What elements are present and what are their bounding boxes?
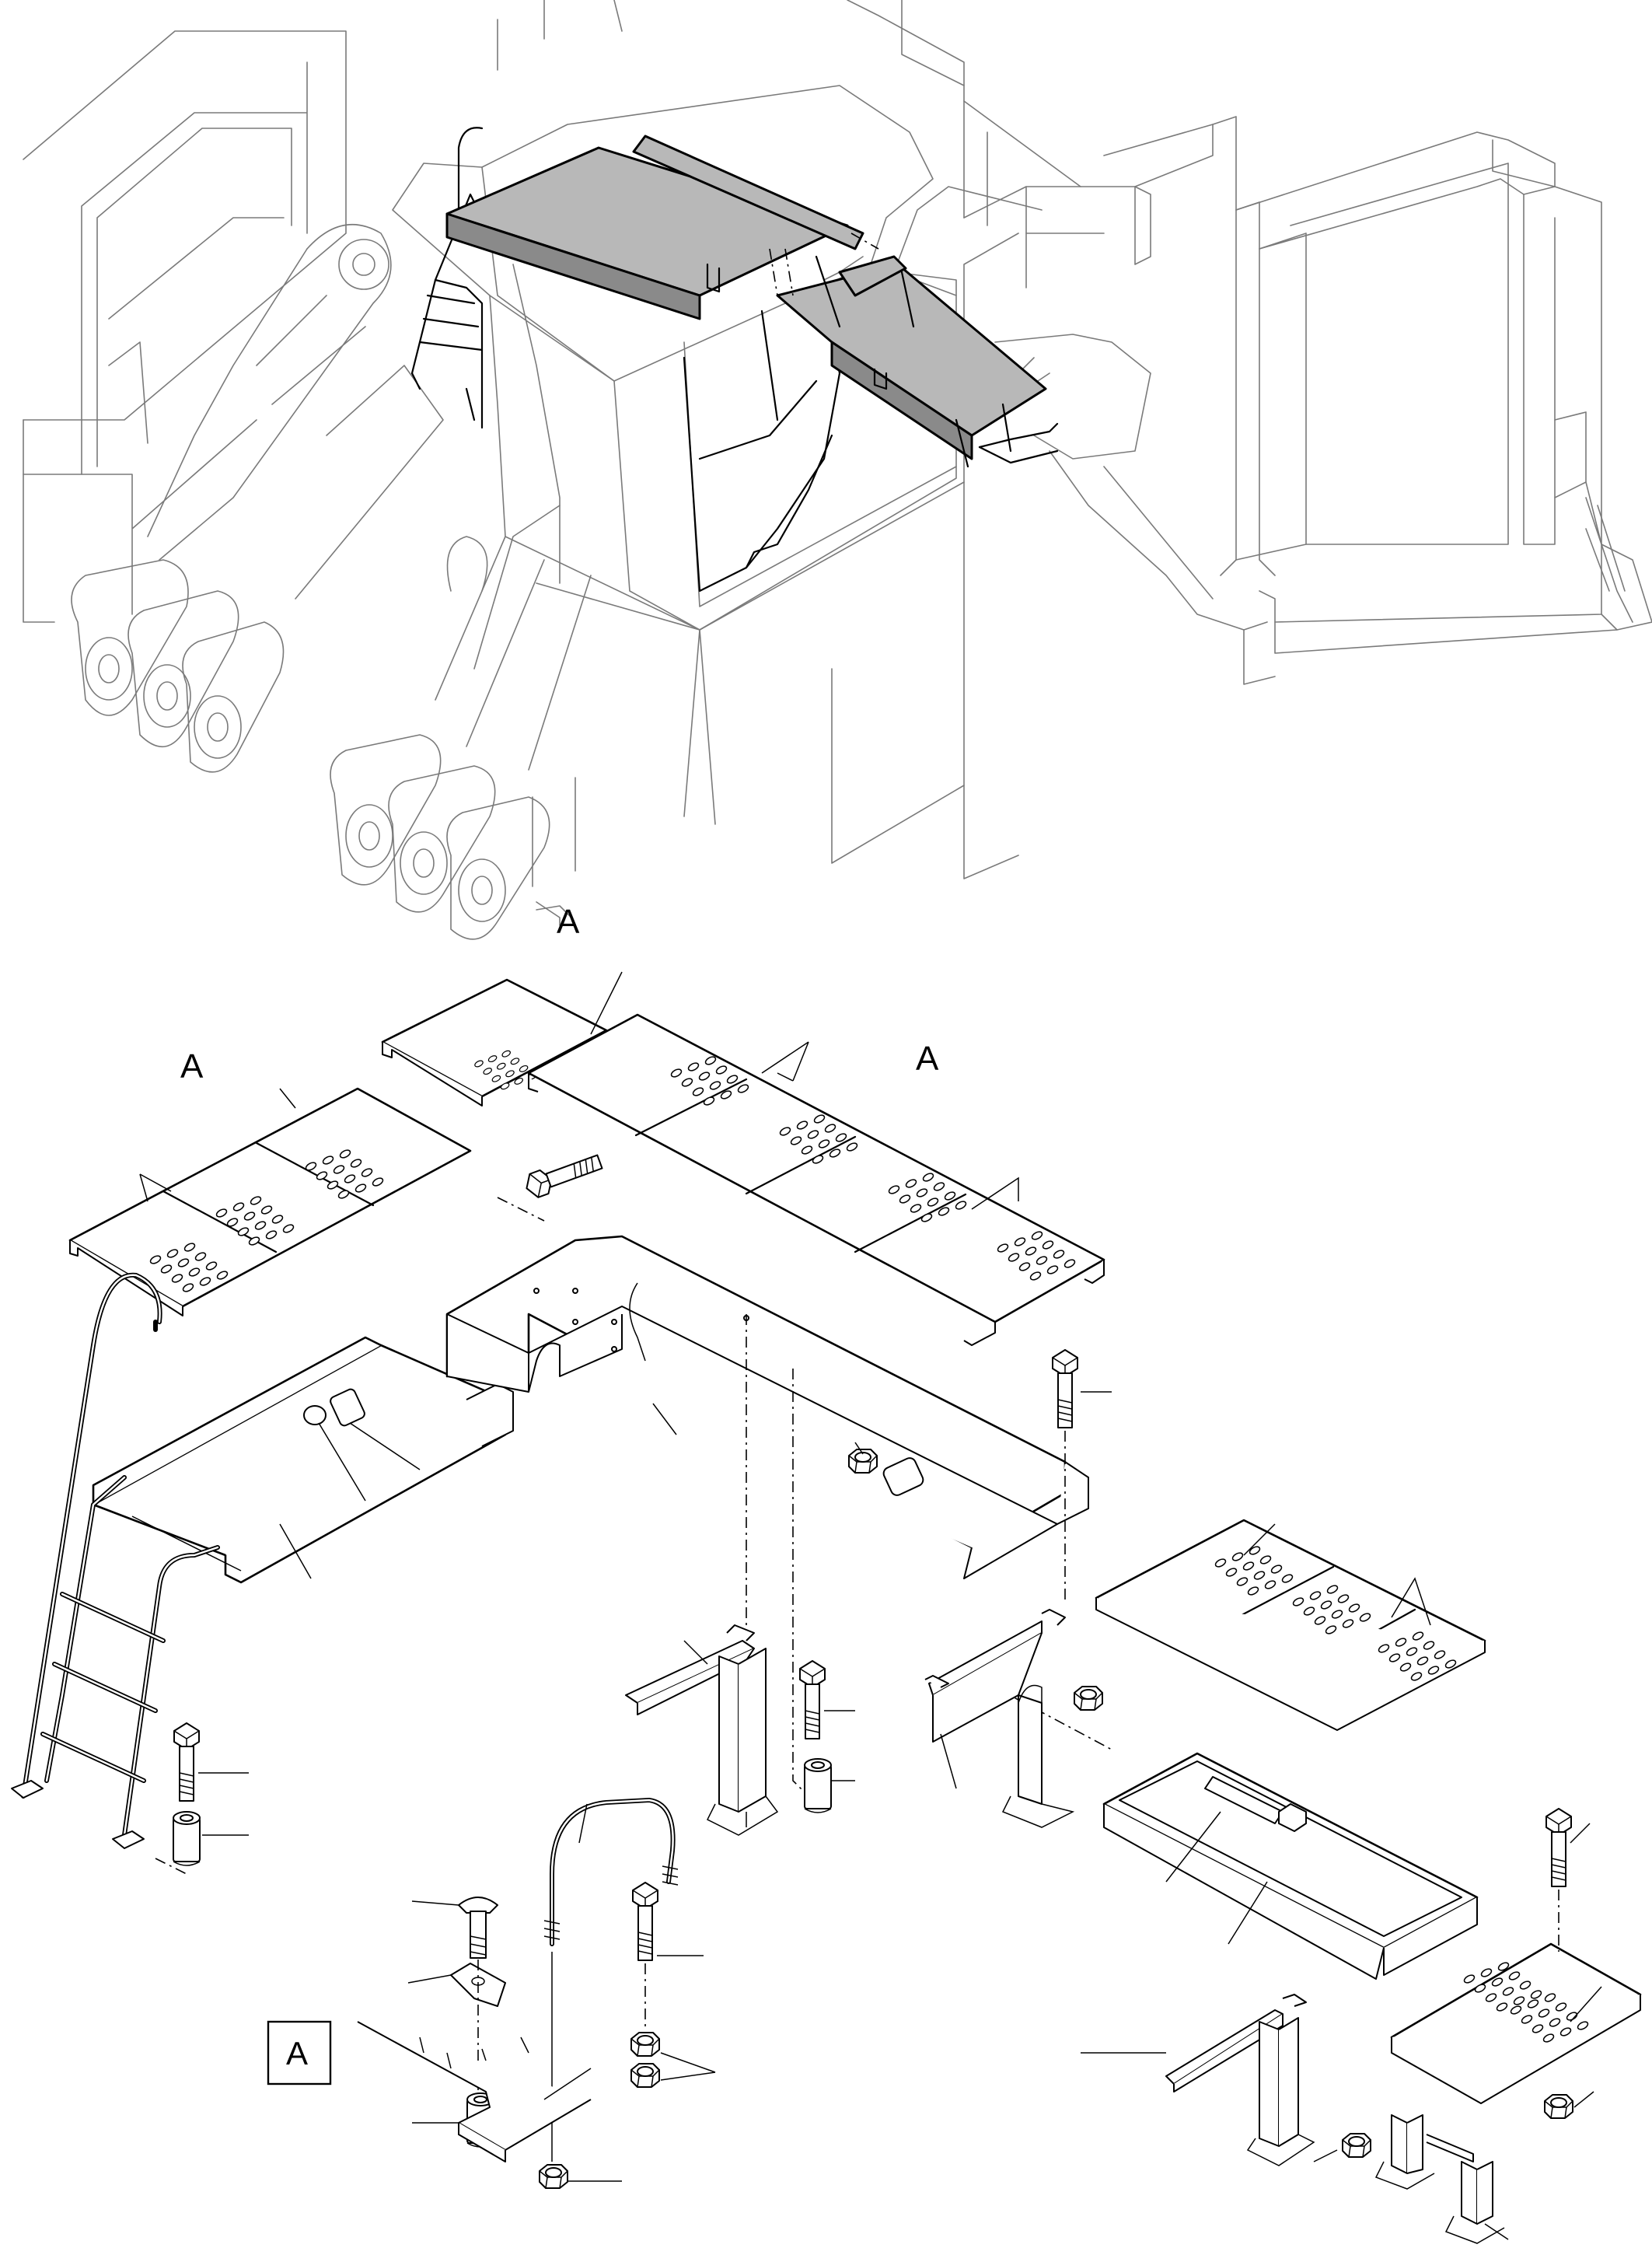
bolt-nuts-center xyxy=(630,1882,716,2088)
bolt-spacer-left xyxy=(173,1722,249,1866)
highlighted-walkway xyxy=(445,135,1059,468)
grating-plate-top xyxy=(381,971,623,1107)
view-marker: A xyxy=(536,901,580,941)
support-stand-lower xyxy=(1081,1994,1315,2166)
detail-box-label: A xyxy=(286,2035,308,2071)
machine-overview: A xyxy=(23,0,1652,941)
frame-left xyxy=(92,1336,514,1584)
operator-cab xyxy=(392,85,1043,631)
detail-label-left: A xyxy=(180,1047,204,1086)
nut-spacer-middle xyxy=(848,1442,924,1496)
right-boom xyxy=(330,505,592,940)
centerline-2 xyxy=(792,1369,809,1797)
detail-label-right: A xyxy=(916,1040,939,1078)
cab-base xyxy=(446,0,1276,879)
centerline-4 xyxy=(155,1858,187,1875)
tray-right xyxy=(1102,1752,1479,1980)
support-stand-left xyxy=(625,1624,779,1836)
right-housing xyxy=(847,0,1652,654)
bracket-plate: A xyxy=(267,2020,592,2162)
carriage-bolt-assembly xyxy=(407,1897,506,2148)
access-ladder xyxy=(11,1272,220,1849)
grating-strip-long xyxy=(527,1013,1105,1346)
cab-ladder xyxy=(410,127,484,429)
support-stand-right xyxy=(924,1609,1103,1828)
bolt-spacer-middle xyxy=(799,1660,855,1813)
u-bolt xyxy=(539,1798,679,2189)
view-marker-label: A xyxy=(557,903,580,941)
detail-box xyxy=(267,2020,332,2085)
grating-plate-left xyxy=(68,1087,472,1316)
left-boom xyxy=(71,223,444,773)
bolt-right-upper xyxy=(1052,1349,1112,1602)
left-housing xyxy=(23,30,347,623)
grating-plate-right xyxy=(1095,1519,1486,1731)
bolt-horizontal xyxy=(497,1148,605,1222)
exploded-view: A A xyxy=(11,971,1642,2244)
grating-plate-lower-right xyxy=(1313,1808,1642,2244)
